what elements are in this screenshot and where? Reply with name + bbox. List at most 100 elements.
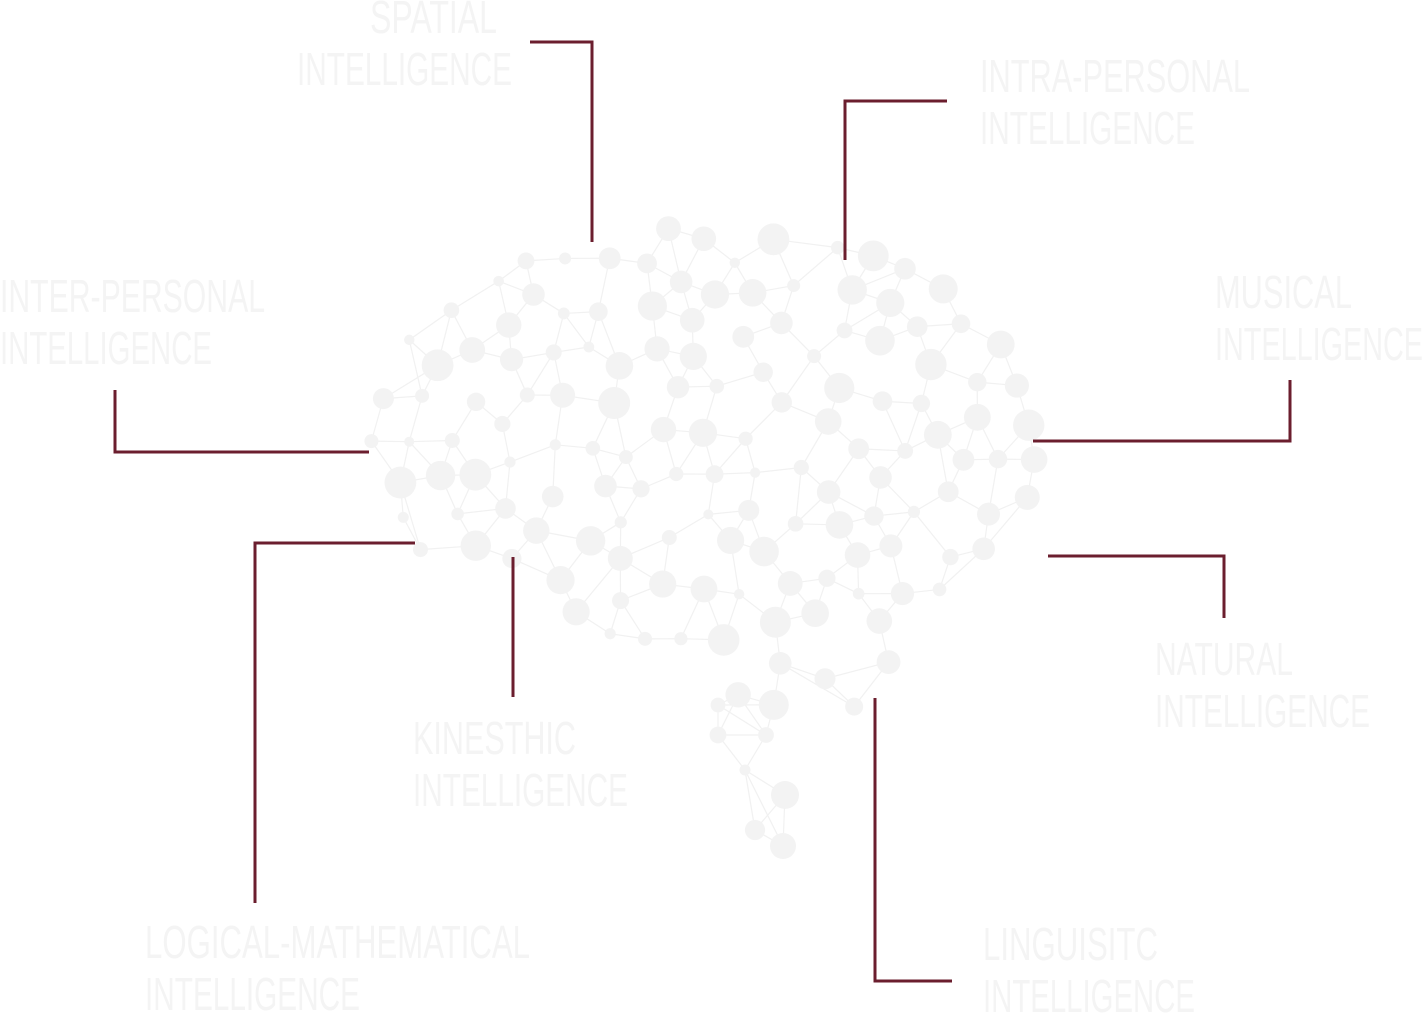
- network-edge: [755, 466, 802, 474]
- network-node: [451, 507, 464, 521]
- network-node: [894, 257, 916, 280]
- network-node: [466, 392, 486, 412]
- network-edge: [794, 467, 802, 524]
- network-node: [614, 516, 627, 529]
- network-node: [545, 344, 562, 361]
- network-node: [757, 223, 790, 256]
- network-node: [942, 548, 959, 566]
- network-node: [830, 240, 845, 255]
- label-line: MUSICAL: [1215, 266, 1352, 318]
- network-node: [499, 348, 524, 372]
- network-node: [559, 252, 572, 265]
- network-node: [541, 485, 564, 508]
- connector-natural: [1048, 554, 1226, 618]
- network-edge: [744, 769, 784, 847]
- network-node: [915, 348, 947, 381]
- network-node: [932, 582, 947, 597]
- label-linguistic: LINGUISITC INTELLIGENCE: [983, 918, 1195, 1017]
- network-node: [575, 526, 606, 556]
- network-edge: [408, 395, 423, 442]
- network-node: [519, 387, 535, 403]
- network-node: [412, 542, 428, 558]
- network-node: [504, 456, 516, 468]
- network-node: [637, 291, 667, 321]
- network-node: [771, 392, 792, 413]
- network-node: [674, 632, 688, 646]
- network-node: [666, 375, 690, 399]
- network-node: [444, 432, 460, 448]
- network-node: [738, 499, 760, 521]
- network-node: [787, 516, 804, 532]
- network-node: [459, 337, 486, 363]
- network-node: [493, 275, 504, 287]
- network-node: [872, 391, 893, 412]
- network-node: [876, 650, 901, 674]
- network-node: [404, 334, 415, 346]
- connector-inter-personal: [113, 390, 369, 454]
- network-node: [793, 459, 809, 476]
- network-node: [632, 480, 650, 498]
- network-edge: [526, 352, 555, 396]
- network-node: [589, 302, 608, 321]
- network-node: [814, 668, 836, 690]
- network-node: [1014, 484, 1040, 510]
- network-node: [771, 781, 799, 809]
- network-node: [750, 467, 761, 478]
- connector-intra-personal: [843, 99, 947, 260]
- network-node: [690, 575, 718, 603]
- network-node: [523, 517, 550, 544]
- network-node: [707, 624, 740, 656]
- network-node: [844, 542, 871, 568]
- network-node: [845, 697, 864, 716]
- network-node: [605, 352, 634, 380]
- network-node: [758, 689, 789, 720]
- network-node: [691, 226, 717, 252]
- network-edge: [408, 339, 423, 396]
- network-node: [549, 439, 561, 451]
- network-node: [972, 537, 995, 561]
- network-node: [770, 833, 796, 859]
- network-node: [836, 322, 853, 339]
- network-node: [837, 275, 867, 305]
- network-node: [637, 253, 657, 274]
- network-node: [801, 599, 829, 628]
- network-node: [907, 505, 921, 518]
- network-node: [459, 458, 492, 491]
- network-edge: [744, 769, 756, 831]
- network-node: [604, 628, 616, 640]
- network-edge: [793, 247, 839, 287]
- network-node: [818, 569, 836, 587]
- connector-logical-mathematical: [253, 541, 415, 903]
- network-node: [364, 434, 379, 449]
- network-node: [669, 270, 693, 294]
- network-edge: [509, 444, 556, 463]
- network-node: [598, 247, 621, 270]
- network-node: [864, 506, 884, 526]
- label-intra-personal: INTRA-PERSONAL INTELLIGENCE: [980, 50, 1250, 154]
- network-node: [679, 307, 705, 333]
- network-node: [421, 349, 454, 382]
- network-node: [923, 420, 952, 449]
- network-edge: [913, 511, 951, 558]
- label-line: INTELLIGENCE: [980, 102, 1195, 154]
- network-node: [768, 651, 792, 675]
- network-node: [749, 536, 779, 567]
- label-line: LINGUISITC: [983, 918, 1158, 970]
- network-edge: [408, 309, 452, 341]
- network-node: [770, 311, 793, 335]
- network-node: [649, 570, 677, 598]
- network-node: [744, 819, 766, 841]
- network-node: [963, 403, 991, 431]
- network-node: [517, 252, 535, 270]
- network-node: [857, 240, 889, 272]
- network-node: [848, 438, 870, 460]
- network-node: [1013, 409, 1045, 441]
- label-spatial: SPATIAL INTELLIGENCE: [297, 0, 512, 95]
- network-node: [739, 764, 751, 776]
- network-node: [598, 387, 631, 420]
- network-node: [807, 349, 822, 364]
- network-node: [825, 511, 854, 539]
